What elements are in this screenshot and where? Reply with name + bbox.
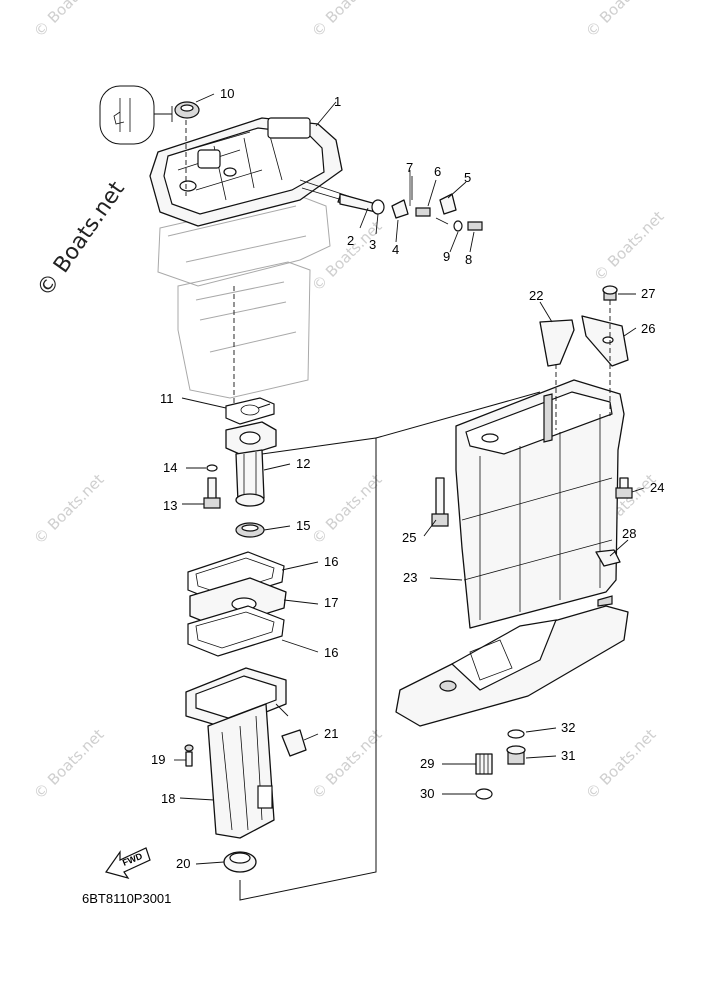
callout-13: 13 [163, 498, 177, 513]
callout-11: 11 [160, 391, 174, 406]
callout-labels: 1 2 3 4 5 6 7 8 9 10 11 12 13 14 15 16 1… [151, 86, 664, 871]
fwd-arrow-icon: FWD [105, 847, 151, 880]
callout-10: 10 [220, 86, 234, 101]
callout-29: 29 [420, 756, 434, 771]
callout-14: 14 [163, 460, 177, 475]
drive-shaft-housing [395, 285, 633, 800]
callout-7: 7 [406, 160, 413, 175]
callout-28: 28 [622, 526, 636, 541]
watermark-main: © Boats.net [32, 177, 130, 302]
callout-31: 31 [561, 748, 575, 763]
detail-inset [99, 85, 200, 145]
callout-15: 15 [296, 518, 310, 533]
callout-18: 18 [161, 791, 175, 806]
callout-17: 17 [324, 595, 338, 610]
callout-30: 30 [420, 786, 434, 801]
watermark: © Boats.net [308, 217, 386, 295]
upper-casing [149, 117, 367, 408]
callout-27: 27 [641, 286, 655, 301]
watermark: © Boats.net [582, 725, 660, 803]
callout-20: 20 [176, 856, 190, 871]
watermark: © Boats.net [308, 470, 386, 548]
callout-12: 12 [296, 456, 310, 471]
callout-22: 22 [529, 288, 543, 303]
assembly-frame [239, 391, 541, 901]
watermark: © Boats.net [30, 0, 108, 41]
watermark: © Boats.net [30, 725, 108, 803]
watermark: © Boats.net [308, 725, 386, 803]
callout-21: 21 [324, 726, 338, 741]
watermark: © Boats.net [30, 470, 108, 548]
callout-1: 1 [334, 94, 341, 109]
callout-16-bottom: 16 [324, 645, 338, 660]
callout-24: 24 [650, 480, 664, 495]
callout-32: 32 [561, 720, 575, 735]
shift-linkage-parts [339, 170, 483, 232]
leader-lines [174, 93, 645, 865]
callout-19: 19 [151, 752, 165, 767]
callout-5: 5 [464, 170, 471, 185]
callout-25: 25 [402, 530, 416, 545]
callout-2: 2 [347, 233, 354, 248]
callout-8: 8 [465, 252, 472, 267]
callout-4: 4 [392, 242, 399, 257]
watermark: © Boats.net [590, 207, 668, 285]
watermark: © Boats.net [308, 0, 386, 41]
callout-26: 26 [641, 321, 655, 336]
gaskets [187, 551, 287, 657]
exhaust-guide [203, 397, 277, 538]
callout-3: 3 [369, 237, 376, 252]
callout-6: 6 [434, 164, 441, 179]
lower-exhaust-housing [184, 667, 307, 873]
callout-9: 9 [443, 249, 450, 264]
watermark: © Boats.net [582, 0, 660, 41]
callout-23: 23 [403, 570, 417, 585]
diagram-code: 6BT8110P3001 [82, 891, 171, 906]
callout-16-top: 16 [324, 554, 338, 569]
